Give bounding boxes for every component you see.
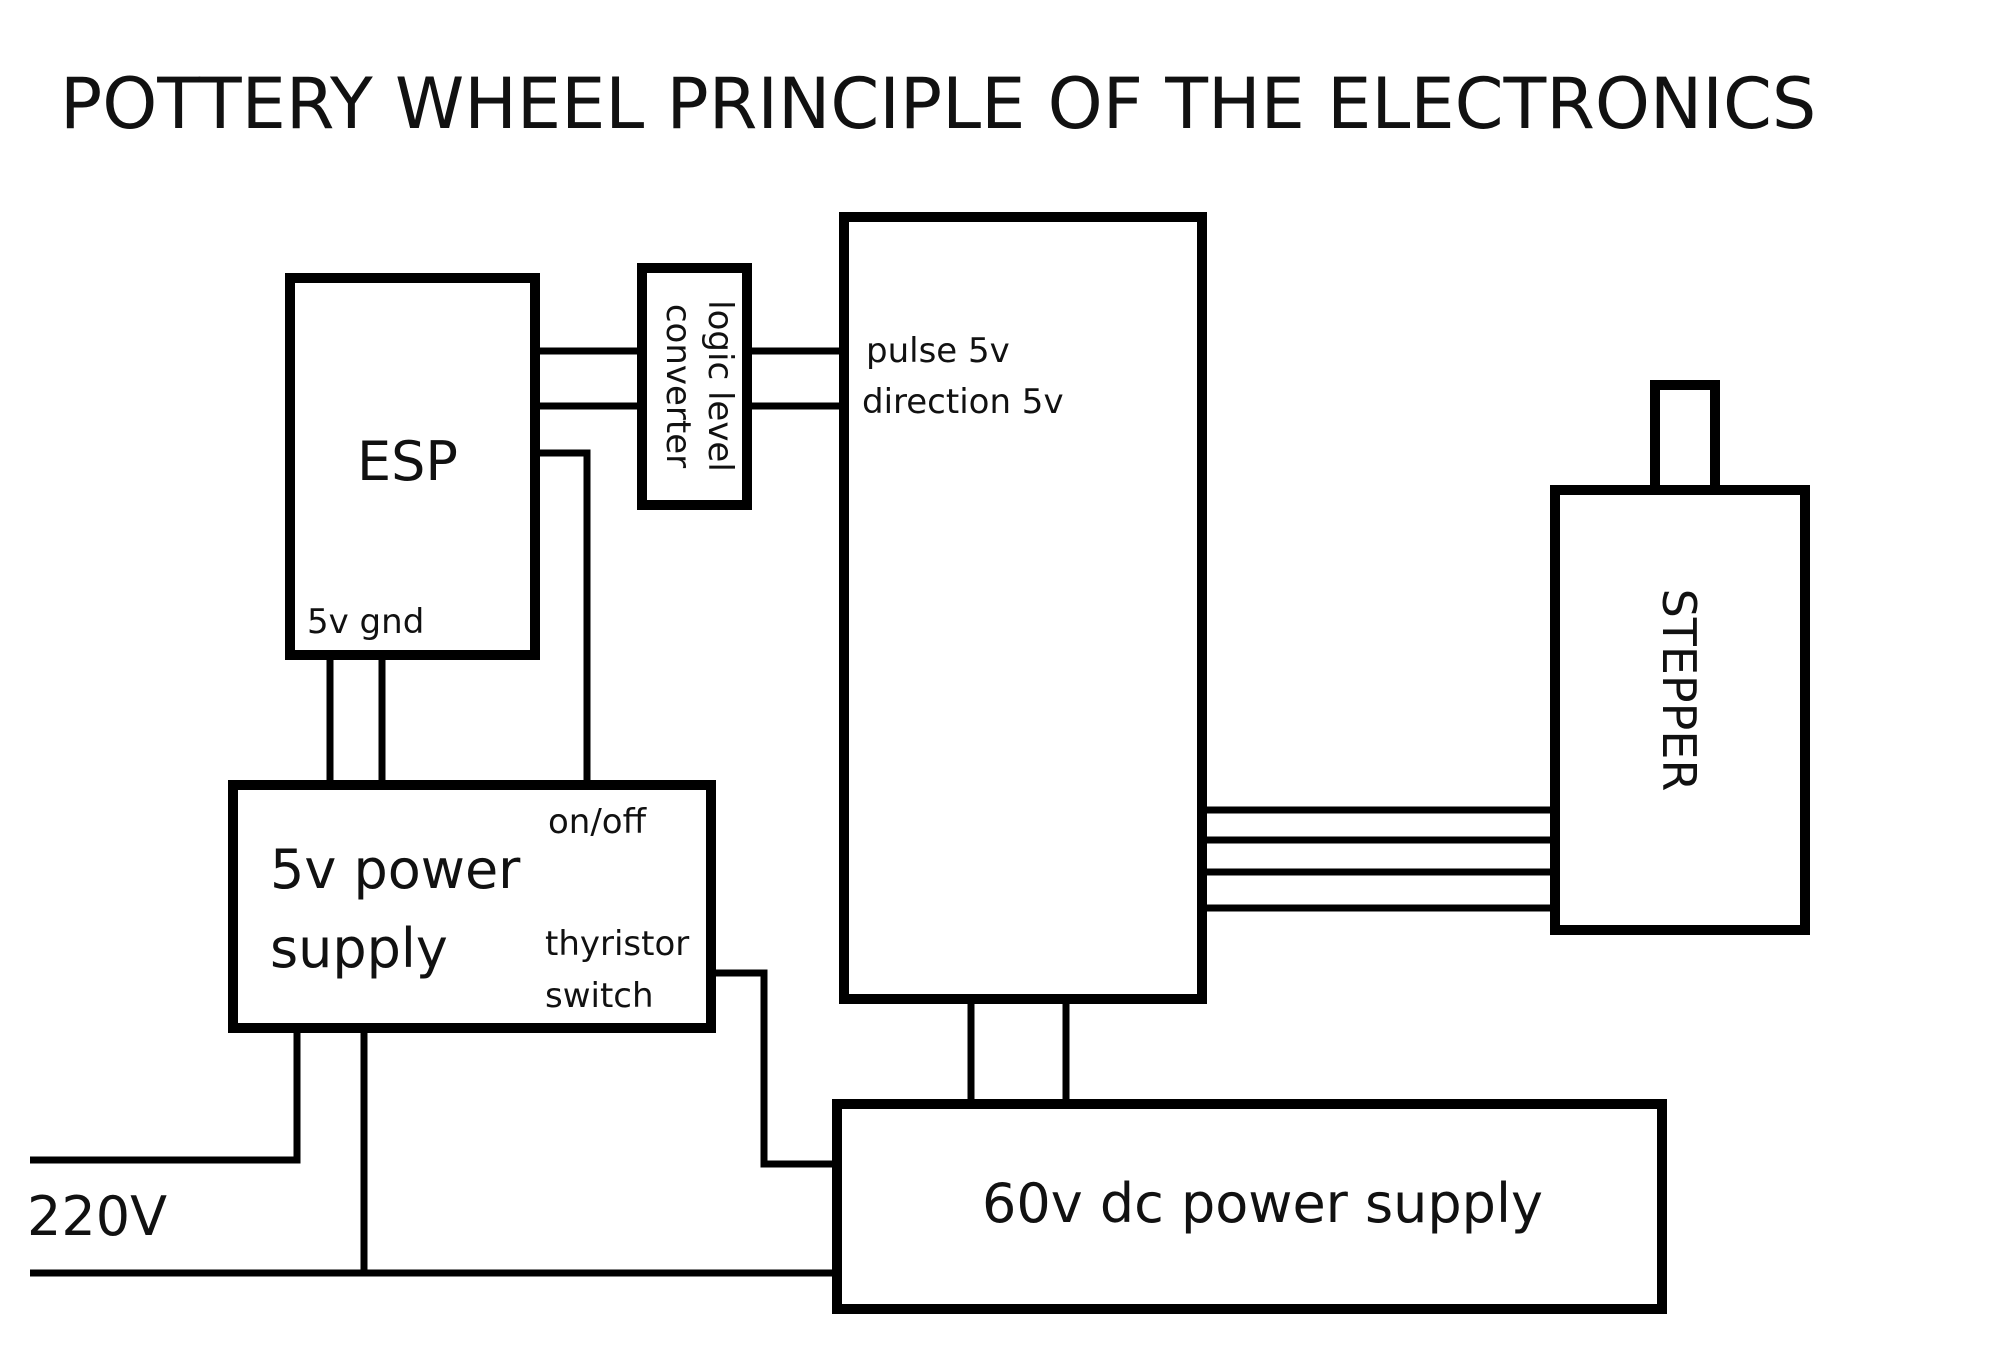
psu-60v-label: 60v dc power supply — [982, 1172, 1543, 1235]
stepper-shaft — [1650, 380, 1720, 495]
wire-mains-l — [30, 1028, 301, 1164]
psu-5v-block: 5v power supply on/off thyristor switch — [228, 780, 716, 1033]
esp-block: ESP 5v gnd — [285, 273, 540, 660]
esp-label: ESP — [357, 430, 458, 493]
stepper-driver-box — [839, 212, 1207, 1004]
stepper-driver-block: pulse 5v direction 5v — [839, 212, 1207, 1004]
diagram-title: POTTERY WHEEL PRINCIPLE OF THE ELECTRONI… — [60, 63, 1816, 145]
thyristor-label: thyristor — [545, 924, 689, 964]
psu-60v-block: 60v dc power supply — [832, 1099, 1667, 1314]
stepper-motor-block: STEPPER — [1550, 380, 1810, 935]
esp-box — [285, 273, 540, 660]
logic-converter-label-line1: logic level — [700, 300, 740, 472]
mains-label: 220V — [27, 1185, 167, 1248]
psu-5v-label-line2: supply — [270, 917, 448, 980]
psu-5v-label-line1: 5v power — [270, 838, 521, 901]
switch-label: switch — [545, 976, 654, 1016]
logic-converter-label-line2: converter — [658, 304, 698, 468]
onoff-label: on/off — [548, 802, 648, 842]
psu-60v-box — [832, 1099, 1667, 1314]
driver-direction-label: direction 5v — [862, 382, 1064, 422]
psu-5v-box — [228, 780, 716, 1033]
wire-thyristor-60v — [711, 969, 837, 1168]
esp-pins-label: 5v gnd — [307, 602, 424, 642]
stepper-label: STEPPER — [1652, 589, 1706, 792]
driver-pulse-label: pulse 5v — [866, 331, 1010, 371]
wiring — [30, 347, 1555, 1277]
wire-esp-onoff — [538, 449, 591, 785]
logic-converter-block: logic level converter — [637, 263, 752, 510]
logic-converter-box — [637, 263, 752, 510]
